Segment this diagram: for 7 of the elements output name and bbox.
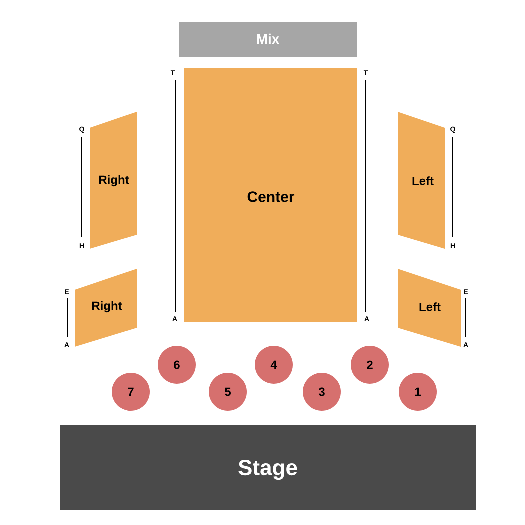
seating-section: Left [398, 112, 445, 249]
seating-section: Center [184, 68, 357, 322]
seating-section: Left [398, 269, 461, 347]
seating-section: Right [75, 269, 137, 347]
mix-booth: Mix [179, 22, 357, 57]
stage-block: Stage [60, 425, 476, 510]
seating-section: Right [90, 112, 137, 249]
